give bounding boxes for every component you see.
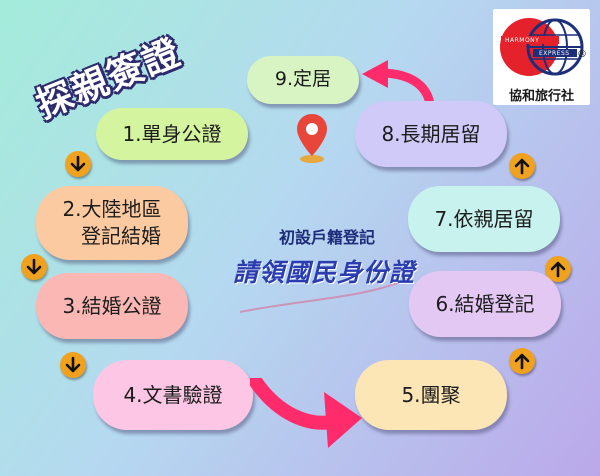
- step-6-label: 6.結婚登記: [435, 291, 535, 316]
- step-3-label: 3.結婚公證: [62, 293, 162, 318]
- step-9-label: 9.定居: [274, 68, 332, 91]
- step-4-document-verification: 4.文書驗證: [93, 360, 253, 430]
- arrow-down-icon: [21, 254, 47, 280]
- step-8-long-term-residence: 8.長期居留: [355, 101, 507, 167]
- step-4-label: 4.文書驗證: [123, 382, 223, 407]
- company-logo: HARMONY EXPRESS ® 協和旅行社: [493, 9, 590, 105]
- step-2-label-line1: 2.大陸地區: [62, 197, 162, 221]
- arrow-down-icon: [60, 352, 86, 378]
- arrow-down-icon: [65, 151, 91, 177]
- step-9-settlement: 9.定居: [247, 56, 359, 104]
- step-8-label: 8.長期居留: [381, 121, 481, 146]
- step-6-marriage-registration: 6.結婚登記: [409, 271, 561, 337]
- arrow-up-icon: [509, 348, 535, 374]
- step-7-dependent-residence: 7.依親居留: [408, 186, 560, 252]
- step-5-reunion: 5.團聚: [355, 360, 507, 430]
- curved-arrow-8-to-9: [362, 60, 435, 106]
- step-3-marriage-notarization: 3.結婚公證: [36, 273, 188, 339]
- logo-brand-bottom: EXPRESS: [539, 50, 570, 57]
- step-7-label: 7.依親居留: [434, 206, 534, 231]
- step-1-label: 1.單身公證: [122, 121, 222, 146]
- logo-registered-mark: ®: [577, 49, 587, 60]
- logo-mark: [500, 18, 584, 76]
- step-5-label: 5.團聚: [401, 382, 461, 407]
- step-2-mainland-marriage-registration: 2.大陸地區 登記結婚: [36, 186, 188, 260]
- arrow-up-icon: [509, 153, 535, 179]
- location-pin-icon: [297, 114, 327, 163]
- center-subtitle: 初設戶籍登記: [278, 228, 375, 247]
- center-main-title: 請領國民身份證: [232, 258, 415, 287]
- flow-arrow-4-to-5: [250, 378, 362, 448]
- step-2-label-line2: 登記結婚: [81, 224, 161, 248]
- logo-brand-top: HARMONY: [505, 37, 540, 44]
- logo-company-name: 協和旅行社: [508, 89, 574, 104]
- step-1-single-notarization: 1.單身公證: [96, 108, 248, 160]
